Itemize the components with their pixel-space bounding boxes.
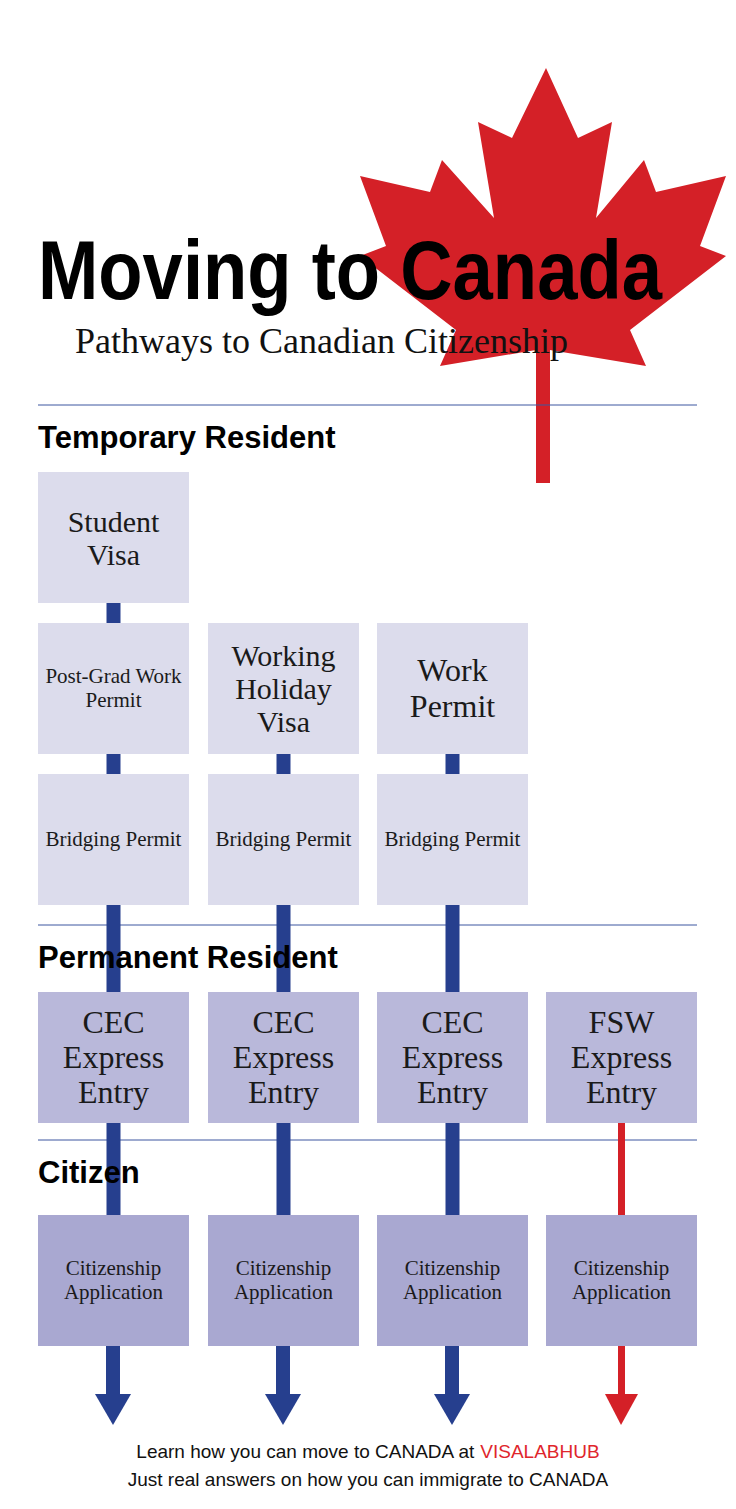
box-label: Working Holiday Visa — [208, 639, 359, 738]
divider-line — [38, 1140, 697, 1141]
box-label: Citizenship Application — [38, 1257, 189, 1303]
process-box: Citizenship Application — [208, 1215, 359, 1346]
divider-line — [38, 925, 697, 926]
box-label: CEC Express Entry — [208, 1005, 359, 1111]
box-label: Citizenship Application — [377, 1257, 528, 1303]
process-box: CEC Express Entry — [208, 992, 359, 1123]
connector — [446, 754, 460, 774]
process-box: Citizenship Application — [38, 1215, 189, 1346]
exit-arrows — [95, 1346, 638, 1425]
box-label: Student Visa — [38, 505, 189, 571]
box-label: Citizenship Application — [208, 1257, 359, 1303]
connector — [446, 905, 460, 992]
subtitle: Pathways to Canadian Citizenship — [75, 320, 568, 362]
footer-text: Just real answers on how you can immigra… — [128, 1469, 608, 1490]
process-box: Citizenship Application — [546, 1215, 697, 1346]
box-label: CEC Express Entry — [38, 1005, 189, 1111]
box-label: Post-Grad Work Permit — [38, 665, 189, 711]
process-box: Working Holiday Visa — [208, 623, 359, 754]
footer-text: VISALABHUB — [480, 1441, 599, 1462]
box-label: CEC Express Entry — [377, 1005, 528, 1111]
process-box: Post-Grad Work Permit — [38, 623, 189, 754]
process-box: CEC Express Entry — [377, 992, 528, 1123]
footer-text: Learn how you can move to CANADA at — [136, 1441, 474, 1462]
process-box: CEC Express Entry — [38, 992, 189, 1123]
process-box: Bridging Permit — [377, 774, 528, 905]
section-heading: Citizen — [38, 1155, 140, 1191]
box-label: Bridging Permit — [379, 828, 527, 851]
box-label: Bridging Permit — [40, 828, 188, 851]
process-box: Work Permit — [377, 623, 528, 754]
process-box: FSW Express Entry — [546, 992, 697, 1123]
footer: Learn how you can move to CANADA at VISAL… — [0, 1438, 736, 1493]
connector — [277, 754, 291, 774]
connector — [618, 1123, 625, 1215]
process-box: Bridging Permit — [38, 774, 189, 905]
box-label: Citizenship Application — [546, 1257, 697, 1303]
box-label: Bridging Permit — [210, 828, 358, 851]
connector — [277, 1123, 291, 1215]
divider-line — [38, 405, 697, 406]
box-label: Work Permit — [377, 653, 528, 723]
title: Moving to Canada — [38, 228, 662, 312]
box-label: FSW Express Entry — [546, 1005, 697, 1111]
process-box: Student Visa — [38, 472, 189, 603]
process-box: Citizenship Application — [377, 1215, 528, 1346]
process-box: Bridging Permit — [208, 774, 359, 905]
section-heading: Temporary Resident — [38, 420, 335, 456]
connector — [107, 754, 121, 774]
section-heading: Permanent Resident — [38, 940, 338, 976]
connector — [107, 603, 121, 623]
connector — [446, 1123, 460, 1215]
